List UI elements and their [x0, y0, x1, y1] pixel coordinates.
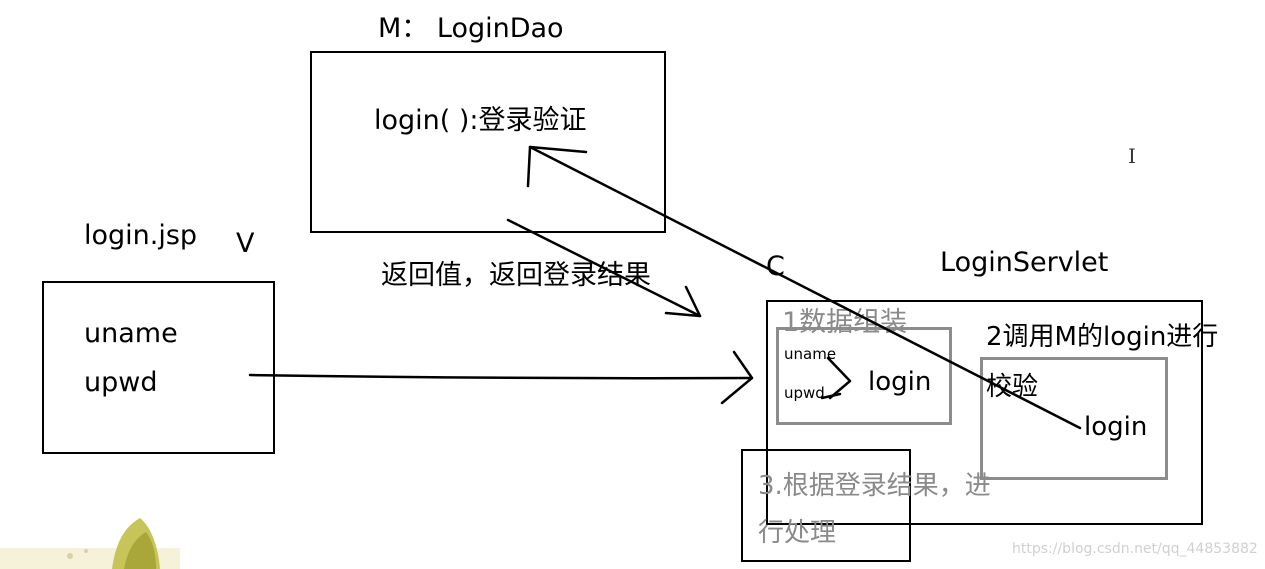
- small-arrow-step1: [826, 356, 852, 400]
- watermark: https://blog.csdn.net/qq_44853882: [1012, 541, 1258, 557]
- step1-label: 1数据组装: [782, 307, 908, 338]
- view-letter: V: [236, 228, 255, 259]
- model-heading: M： LoginDao: [378, 13, 564, 44]
- step3-box: [741, 449, 911, 562]
- servlet-box: [766, 300, 1203, 525]
- arrow-view-to-controller-head: [720, 350, 754, 405]
- step2-label-line1: 2调用M的login进行: [986, 322, 1219, 352]
- arrow-return-value-head: [664, 285, 702, 318]
- step2-label-line2: 校验: [986, 372, 1039, 402]
- text-cursor-icon: I: [1128, 144, 1136, 168]
- view-box: [42, 281, 275, 454]
- step1-field-uname: uname: [784, 345, 837, 363]
- step3-label-line2: 行处理: [758, 518, 837, 548]
- step3-label-line1: 3.根据登录结果，进: [758, 471, 991, 501]
- arrow-call-model-login-head: [526, 145, 588, 188]
- model-method-label: login( ):登录验证: [374, 105, 587, 136]
- arrow-call-model-login: [528, 145, 1082, 430]
- step2-login-call: login: [1084, 412, 1148, 442]
- arrow-return-value: [506, 218, 702, 318]
- small-arrow-step1-tail: [820, 392, 842, 400]
- view-file-label: login.jsp: [84, 220, 198, 251]
- servlet-name-label: LoginServlet: [940, 247, 1109, 278]
- model-box: [310, 51, 666, 233]
- step1-login-call: login: [868, 367, 932, 397]
- view-field-upwd: upwd: [84, 367, 158, 398]
- step1-field-upwd: upwd: [784, 384, 825, 402]
- step1-box: [776, 327, 952, 425]
- step2-box: [980, 357, 1168, 480]
- arrow-view-to-controller: [248, 373, 754, 380]
- return-value-label: 返回值，返回登录结果: [381, 260, 651, 291]
- view-field-uname: uname: [84, 318, 178, 349]
